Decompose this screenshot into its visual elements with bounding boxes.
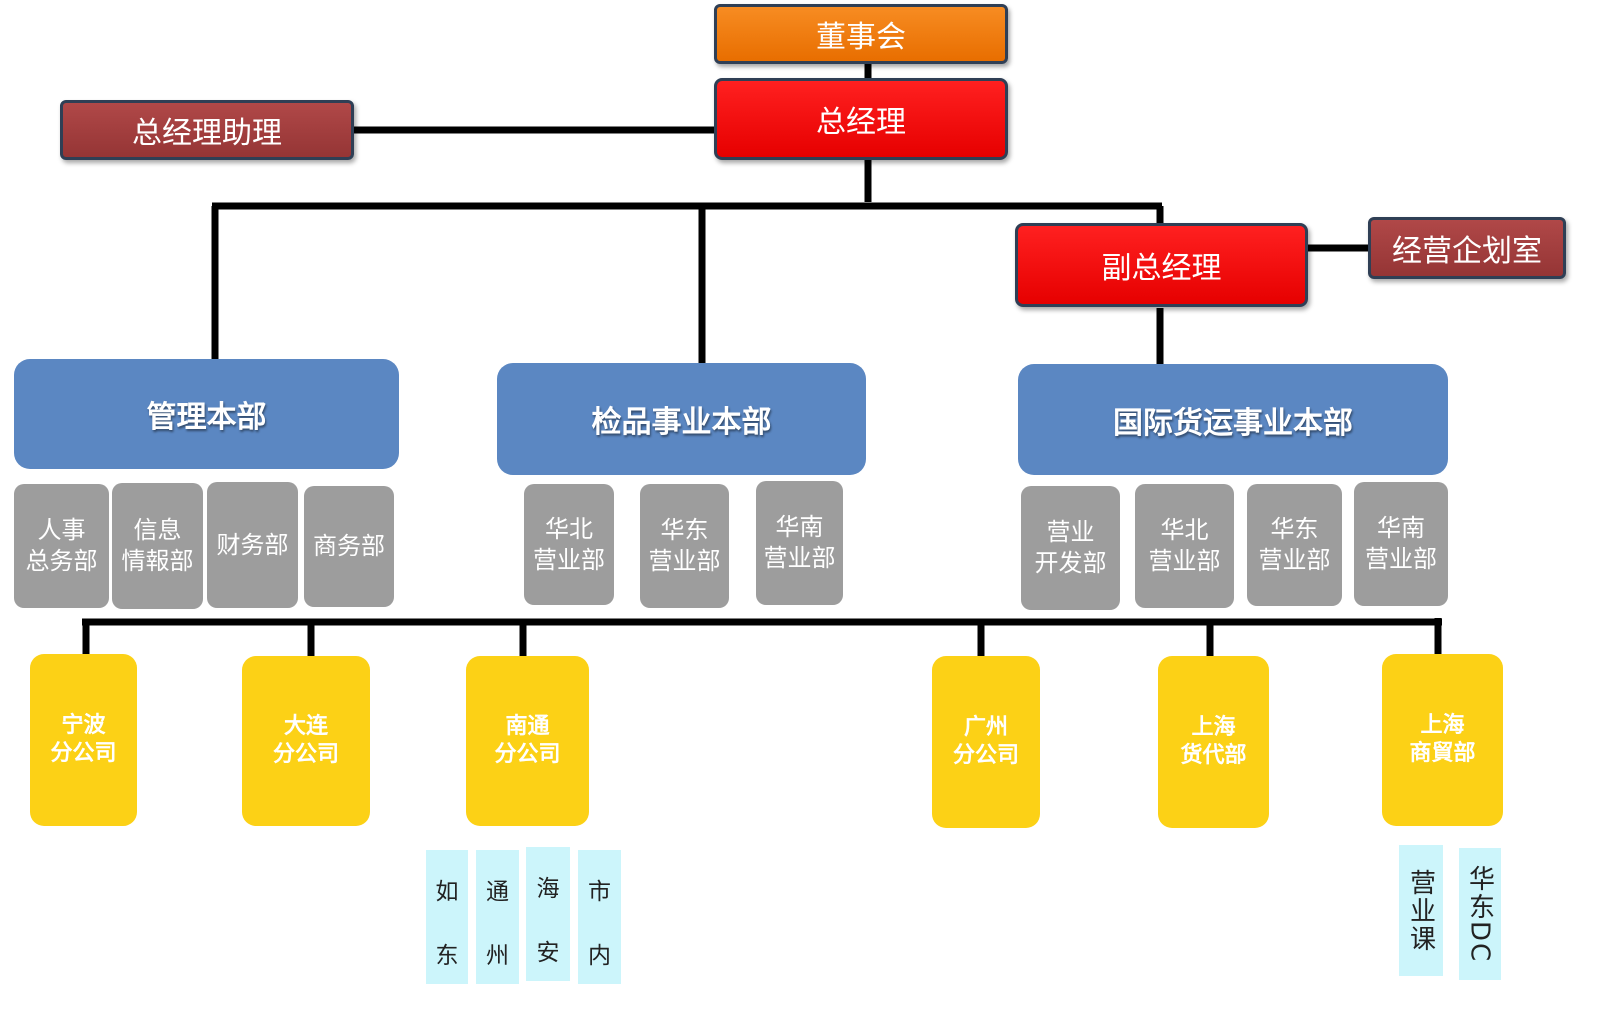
nantong-unit-tongzhou: 通 州 [476, 850, 519, 984]
dept-freight-south: 华南 营业部 [1354, 482, 1448, 606]
nantong-unit-haian: 海 安 [526, 847, 570, 981]
branch-dalian: 大连 分公司 [242, 656, 370, 826]
trade-unit-east-dc: 华东DC [1459, 848, 1501, 980]
branch-guangzhou-label: 广州 分公司 [952, 715, 1019, 768]
general-manager-box: 总经理 [714, 78, 1008, 160]
dept-inspection-north: 华北 营业部 [524, 484, 614, 605]
branch-ningbo-label: 宁波 分公司 [50, 713, 117, 766]
dept-hr-label: 人事 总务部 [25, 516, 98, 575]
dept-inspection-south: 华南 营业部 [756, 481, 843, 605]
nantong-unit-haian-top: 海 [536, 876, 560, 902]
nantong-unit-haian-bottom: 安 [536, 940, 560, 966]
dept-freight-development: 营业 开发部 [1021, 486, 1120, 610]
trade-unit-sales-section: 营业课 [1399, 845, 1443, 976]
dept-freight-north-label: 华北 营业部 [1148, 516, 1221, 575]
nantong-unit-rudong: 如 东 [426, 850, 468, 984]
dept-freight-north: 华北 营业部 [1135, 484, 1234, 608]
deputy-gm-label: 副总经理 [1101, 251, 1222, 286]
gm-assistant-box: 总经理助理 [60, 100, 354, 160]
branch-shanghai-freight-label: 上海 货代部 [1180, 715, 1247, 768]
management-hq-box: 管理本部 [14, 359, 399, 469]
nantong-unit-shinei-bottom: 内 [588, 943, 611, 969]
dept-inspection-east: 华东 营业部 [640, 484, 729, 608]
dept-inspection-north-label: 华北 营业部 [533, 514, 605, 574]
dept-freight-south-label: 华南 营业部 [1365, 514, 1437, 573]
dept-inspection-south-label: 华南 营业部 [763, 513, 836, 572]
deputy-gm-box: 副总经理 [1015, 223, 1308, 307]
freight-hq-label: 国际货运事业本部 [1113, 405, 1353, 441]
trade-unit-east-dc-label: 华东DC [1464, 864, 1495, 964]
planning-office-label: 经营企划室 [1392, 234, 1542, 269]
branch-shanghai-trade: 上海 商貿部 [1382, 654, 1503, 826]
nantong-unit-shinei-top: 市 [588, 879, 611, 905]
dept-hr: 人事 总务部 [14, 484, 109, 608]
dept-freight-development-label: 营业 开发部 [1034, 518, 1107, 577]
dept-inspection-east-label: 华东 营业部 [648, 516, 721, 575]
nantong-unit-rudong-top: 如 [435, 879, 459, 905]
freight-hq-box: 国际货运事业本部 [1018, 364, 1448, 475]
nantong-unit-rudong-bottom: 东 [435, 943, 459, 969]
trade-unit-sales-section-label: 营业课 [1405, 868, 1436, 953]
board-label: 董事会 [816, 20, 906, 55]
branch-ningbo: 宁波 分公司 [30, 654, 137, 826]
management-hq-label: 管理本部 [146, 400, 267, 435]
dept-freight-east: 华东 营业部 [1247, 484, 1342, 606]
nantong-unit-tongzhou-top: 通 [486, 879, 509, 905]
branch-nantong-label: 南通 分公司 [494, 714, 561, 767]
dept-finance-label: 财务部 [216, 530, 289, 559]
branch-shanghai-freight: 上海 货代部 [1158, 656, 1269, 828]
dept-finance: 财务部 [207, 482, 298, 608]
nantong-unit-shinei: 市 内 [578, 850, 621, 984]
dept-commerce-label: 商务部 [313, 532, 385, 560]
branch-guangzhou: 广州 分公司 [932, 656, 1040, 828]
planning-office-box: 经营企划室 [1368, 217, 1566, 279]
inspection-hq-box: 检品事业本部 [497, 363, 866, 475]
branch-dalian-label: 大连 分公司 [272, 714, 339, 767]
dept-info: 信息 情報部 [112, 483, 203, 609]
branch-nantong: 南通 分公司 [466, 656, 589, 826]
general-manager-label: 总经理 [816, 105, 906, 140]
gm-assistant-label: 总经理助理 [132, 116, 282, 151]
inspection-hq-label: 检品事业本部 [591, 405, 772, 440]
branch-shanghai-trade-label: 上海 商貿部 [1409, 713, 1476, 766]
dept-info-label: 信息 情報部 [121, 516, 194, 575]
dept-commerce: 商务部 [304, 486, 394, 607]
dept-freight-east-label: 华东 营业部 [1258, 515, 1331, 574]
nantong-unit-tongzhou-bottom: 州 [486, 943, 509, 969]
board-box: 董事会 [714, 4, 1008, 64]
